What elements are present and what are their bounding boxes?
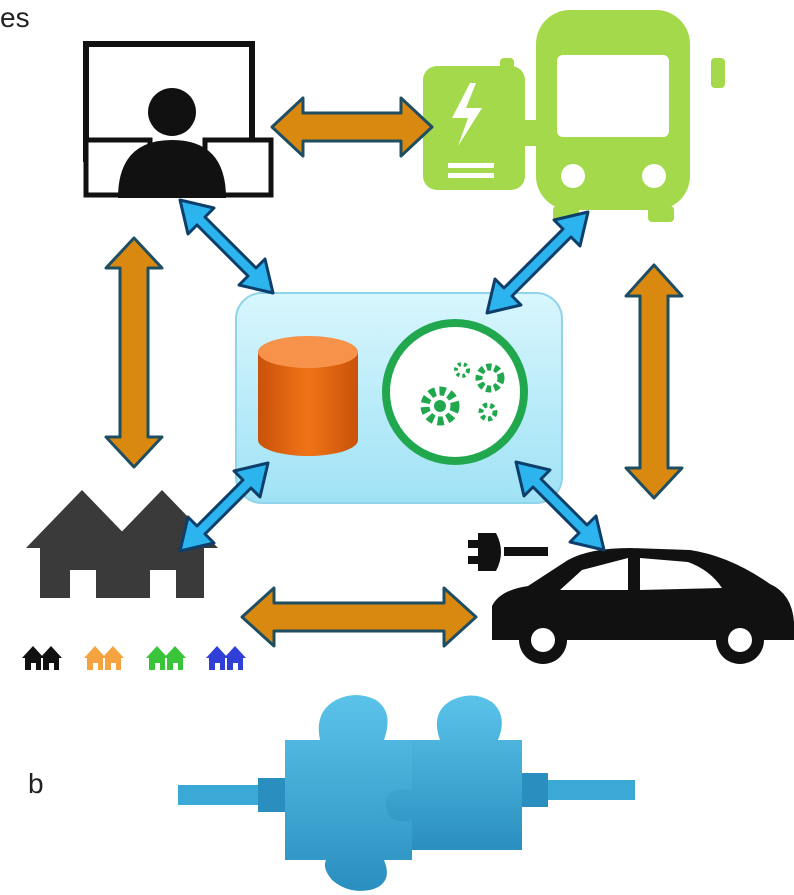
orange-double-arrows — [104, 96, 684, 648]
bottom-left-label: b — [28, 768, 44, 799]
data-and-control-hub — [235, 292, 563, 504]
arrow-operator-bus — [270, 96, 434, 158]
electric-car-icon — [492, 548, 794, 664]
operator-workstation-icon — [83, 41, 274, 198]
arrow-operator-houses — [104, 236, 164, 469]
house-pair-orange — [84, 646, 124, 670]
house-pair-green — [146, 646, 186, 670]
house-pair-black — [22, 646, 62, 670]
colored-houses-row — [22, 646, 246, 670]
house-pair-blue — [206, 646, 246, 670]
top-left-label: es — [0, 2, 30, 33]
gears-icon — [382, 319, 528, 465]
houses-icon — [26, 490, 218, 598]
arrow-operator-hub — [178, 198, 275, 295]
puzzle-connector-icon — [178, 695, 635, 891]
arrow-bus-car — [624, 263, 684, 500]
database-icon — [258, 336, 358, 456]
blue-double-arrows — [178, 198, 606, 553]
arrow-bus-hub — [485, 210, 590, 315]
electric-bus-charger-icon — [423, 10, 725, 222]
arrow-houses-hub — [178, 461, 270, 553]
plug-icon — [468, 533, 548, 571]
arrow-car-hub — [514, 460, 606, 552]
arrow-houses-car — [240, 586, 478, 648]
